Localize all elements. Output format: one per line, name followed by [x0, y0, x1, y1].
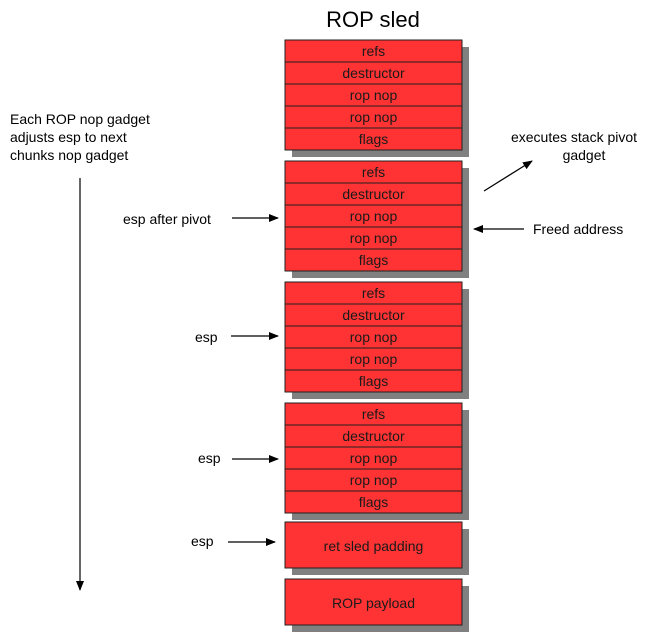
esp-pointer-2: esp [198, 450, 279, 466]
rop-payload-label: ROP payload [332, 595, 415, 611]
chunk-2-field-5-label: flags [359, 252, 389, 268]
pivot-arrow [483, 160, 533, 192]
stack-of-chunks: refs destructor rop nop rop nop flags refs des… [284, 39, 469, 632]
esp-label-2: esp [198, 450, 221, 466]
chunk-2-field-2-label: destructor [342, 186, 405, 202]
esp-after-pivot-pointer: esp after pivot [123, 211, 279, 227]
freed-address-pointer: Freed address [473, 221, 623, 237]
rop-payload-block: ROP payload [284, 578, 469, 632]
rop-payload-block-box [284, 578, 463, 626]
esp-label-3: esp [191, 533, 214, 549]
pivot-note: executes stack pivot gadget [483, 129, 637, 192]
chunk-1: refs destructor rop nop rop nop flags [284, 39, 469, 157]
chunk-4-field-3-label: rop nop [350, 450, 398, 466]
pivot-note-line-2: gadget [563, 147, 606, 163]
chunk-3: refs destructor rop nop rop nop flags [284, 281, 469, 399]
diagram-title: ROP sled [326, 7, 420, 32]
chunk-3-field-4-label: rop nop [350, 351, 398, 367]
chunk-4-field-1-label: refs [362, 406, 385, 422]
chunk-2-field-1-label: refs [362, 164, 385, 180]
chunk-1-field-5-label: flags [359, 131, 389, 147]
esp-pointer-1: esp [195, 329, 279, 345]
chunk-2-field-5-cell [284, 248, 463, 272]
esp-after-pivot-label: esp after pivot [123, 211, 211, 227]
chunk-1-field-5-cell [284, 127, 463, 151]
chunk-3-field-2-label: destructor [342, 307, 405, 323]
chunk-2: refs destructor rop nop rop nop flags [284, 160, 469, 278]
esp-label-1: esp [195, 329, 218, 345]
ret-sled-padding-block-box [284, 521, 463, 569]
ret-sled-padding-label: ret sled padding [324, 538, 424, 554]
ret-sled-padding-block: ret sled padding [284, 521, 469, 575]
chunk-3-field-5-cell [284, 369, 463, 393]
chunk-4: refs destructor rop nop rop nop flags [284, 402, 469, 520]
chunk-3-field-1-label: refs [362, 285, 385, 301]
chunk-1-field-3-label: rop nop [350, 87, 398, 103]
chunk-1-field-2-label: destructor [342, 65, 405, 81]
freed-address-label: Freed address [533, 221, 623, 237]
side-note-line-3: chunks nop gadget [10, 147, 128, 163]
pivot-note-line-1: executes stack pivot [511, 129, 637, 145]
chunk-2-field-3-label: rop nop [350, 208, 398, 224]
side-note: Each ROP nop gadget adjusts esp to next … [10, 111, 150, 591]
chunk-3-field-5-label: flags [359, 373, 389, 389]
chunk-2-field-4-label: rop nop [350, 230, 398, 246]
chunk-1-field-1-label: refs [362, 43, 385, 59]
chunk-3-field-3-label: rop nop [350, 329, 398, 345]
side-note-line-2: adjusts esp to next [10, 129, 127, 145]
side-note-line-1: Each ROP nop gadget [10, 111, 150, 127]
esp-pointer-3: esp [191, 533, 276, 549]
chunk-4-field-2-label: destructor [342, 428, 405, 444]
chunk-4-field-5-cell [284, 490, 463, 514]
chunk-4-field-5-label: flags [359, 494, 389, 510]
chunk-4-field-4-label: rop nop [350, 472, 398, 488]
chunk-1-field-4-label: rop nop [350, 109, 398, 125]
